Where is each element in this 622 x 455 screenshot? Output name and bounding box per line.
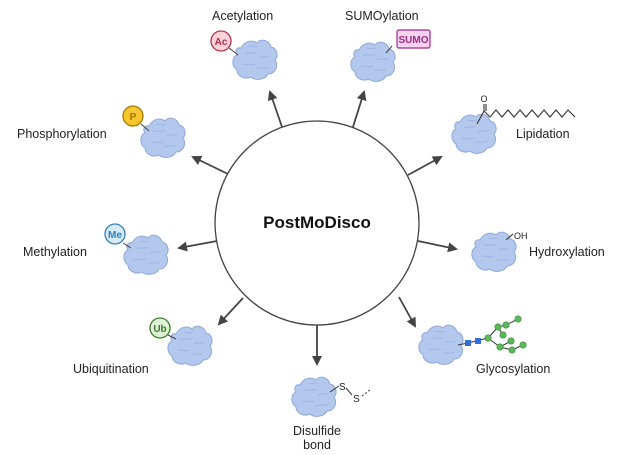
ubiquitin-tag-icon — [149, 317, 171, 339]
arrows — [177, 90, 458, 366]
phosphorylation-group: P — [122, 105, 186, 158]
arrow-hydroxylation — [417, 240, 458, 253]
arrow-lipidation — [407, 156, 443, 176]
protein-glycosylation — [418, 324, 464, 365]
center-title: PostMoDisco — [263, 213, 371, 232]
label-disulfide-line2: bond — [303, 438, 331, 452]
methylation-group: Me — [104, 223, 169, 275]
acetyl-tag-icon — [210, 30, 232, 52]
ubiquitin-tag: Ub — [153, 324, 166, 335]
label-ubiquitination: Ubiquitination — [73, 362, 149, 376]
sulfur-1: S — [339, 382, 346, 393]
arrow-sumoylation — [352, 90, 367, 128]
sumo-tag: SUMO — [399, 35, 429, 46]
arrow-methylation — [177, 240, 218, 252]
label-methylation: Methylation — [23, 245, 87, 259]
label-disulfide: Disulfide bond — [282, 424, 352, 452]
methyl-tag-icon — [104, 223, 126, 245]
methyl-tag: Me — [108, 230, 122, 241]
sumo-tag-icon — [396, 29, 431, 49]
protein-methylation — [123, 234, 169, 275]
sumoylation-group: SUMO — [350, 29, 431, 82]
glycan-icon — [457, 315, 527, 354]
hydroxylation-group: OH — [471, 231, 528, 272]
arrow-phosphorylation — [191, 155, 229, 175]
protein-lipidation — [451, 113, 497, 154]
arrow-acetylation — [267, 90, 283, 128]
glycosylation-group — [418, 315, 527, 365]
arrow-glycosylation — [398, 296, 416, 328]
protein-sumoylation — [350, 41, 396, 82]
label-lipidation: Lipidation — [516, 127, 570, 141]
label-disulfide-line1: Disulfide — [293, 424, 341, 438]
lipid-chain-icon — [476, 109, 576, 125]
arrow-ubiquitination — [217, 297, 244, 326]
disulfide-group: S S — [291, 376, 371, 417]
hydroxyl-tag: OH — [514, 231, 528, 241]
protein-acetylation — [232, 39, 278, 80]
label-hydroxylation: Hydroxylation — [529, 245, 605, 259]
phospho-tag: P — [130, 112, 137, 123]
acetylation-group: Ac — [210, 30, 278, 80]
label-glycosylation: Glycosylation — [476, 362, 551, 376]
label-acetylation: Acetylation — [212, 9, 274, 23]
ubiquitination-group: Ub — [149, 317, 213, 366]
phospho-tag-icon — [122, 105, 144, 127]
protein-disulfide — [291, 376, 337, 417]
acetyl-tag: Ac — [215, 37, 228, 48]
protein-hydroxylation — [471, 231, 517, 272]
label-phosphorylation: Phosphorylation — [17, 127, 107, 141]
protein-ubiquitination — [167, 325, 213, 366]
lipidation-group: O — [451, 94, 576, 154]
lipid-oxygen: O — [480, 94, 487, 104]
label-sumoylation: SUMOylation — [345, 9, 419, 23]
protein-phosphorylation — [140, 117, 186, 158]
sulfur-2: S — [353, 394, 360, 405]
